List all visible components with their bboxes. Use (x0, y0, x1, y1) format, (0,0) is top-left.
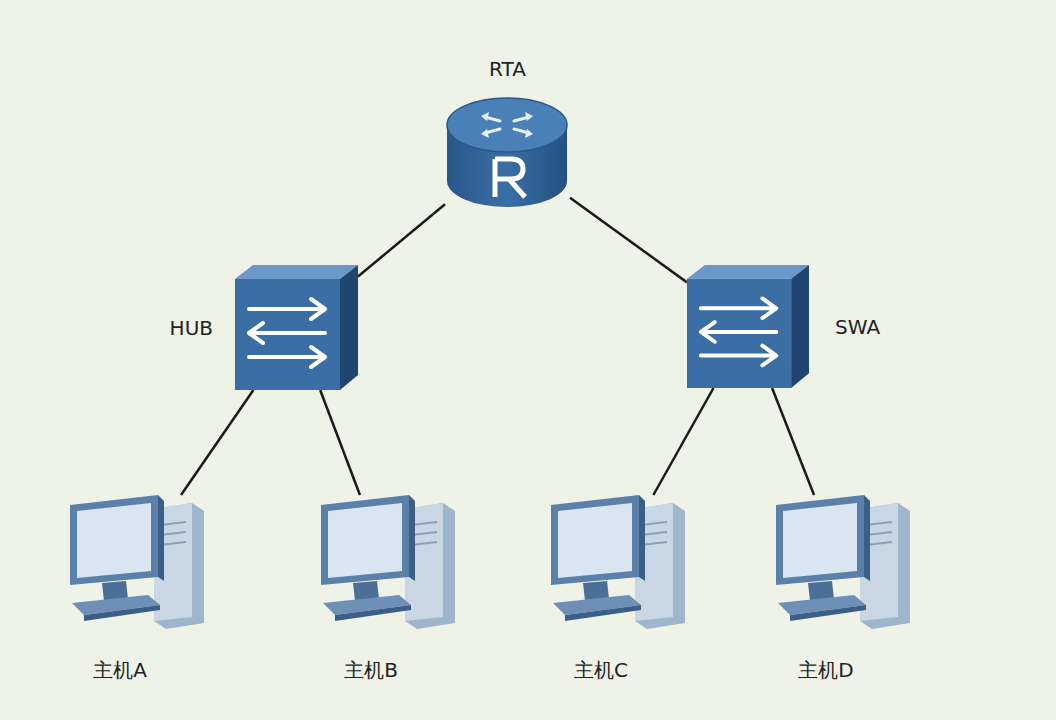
device-label: 主机B (344, 658, 398, 682)
network-link (772, 388, 814, 495)
router-icon (445, 95, 570, 210)
device-label: 主机C (574, 658, 628, 682)
host-pc-icon (768, 495, 913, 630)
hub-node: HUB (235, 265, 358, 390)
switch-node: SWA (687, 265, 809, 388)
hub-icon (235, 265, 358, 390)
host-pc-node: 主机C (543, 495, 688, 630)
device-label: 主机A (93, 658, 147, 682)
network-link (358, 204, 445, 276)
host-pc-node: 主机A (62, 495, 207, 630)
host-pc-node: 主机D (768, 495, 913, 630)
host-pc-node: 主机B (313, 495, 458, 630)
network-link (320, 390, 360, 495)
network-link (570, 198, 687, 283)
host-pc-icon (313, 495, 458, 630)
router-node: RTA (445, 95, 570, 210)
device-label: 主机D (798, 658, 853, 682)
device-label: RTA (489, 57, 526, 81)
device-label: HUB (170, 316, 213, 340)
switch-icon (687, 265, 809, 388)
host-pc-icon (543, 495, 688, 630)
device-label: SWA (835, 315, 880, 339)
network-link (653, 388, 713, 495)
network-link (181, 390, 253, 495)
host-pc-icon (62, 495, 207, 630)
